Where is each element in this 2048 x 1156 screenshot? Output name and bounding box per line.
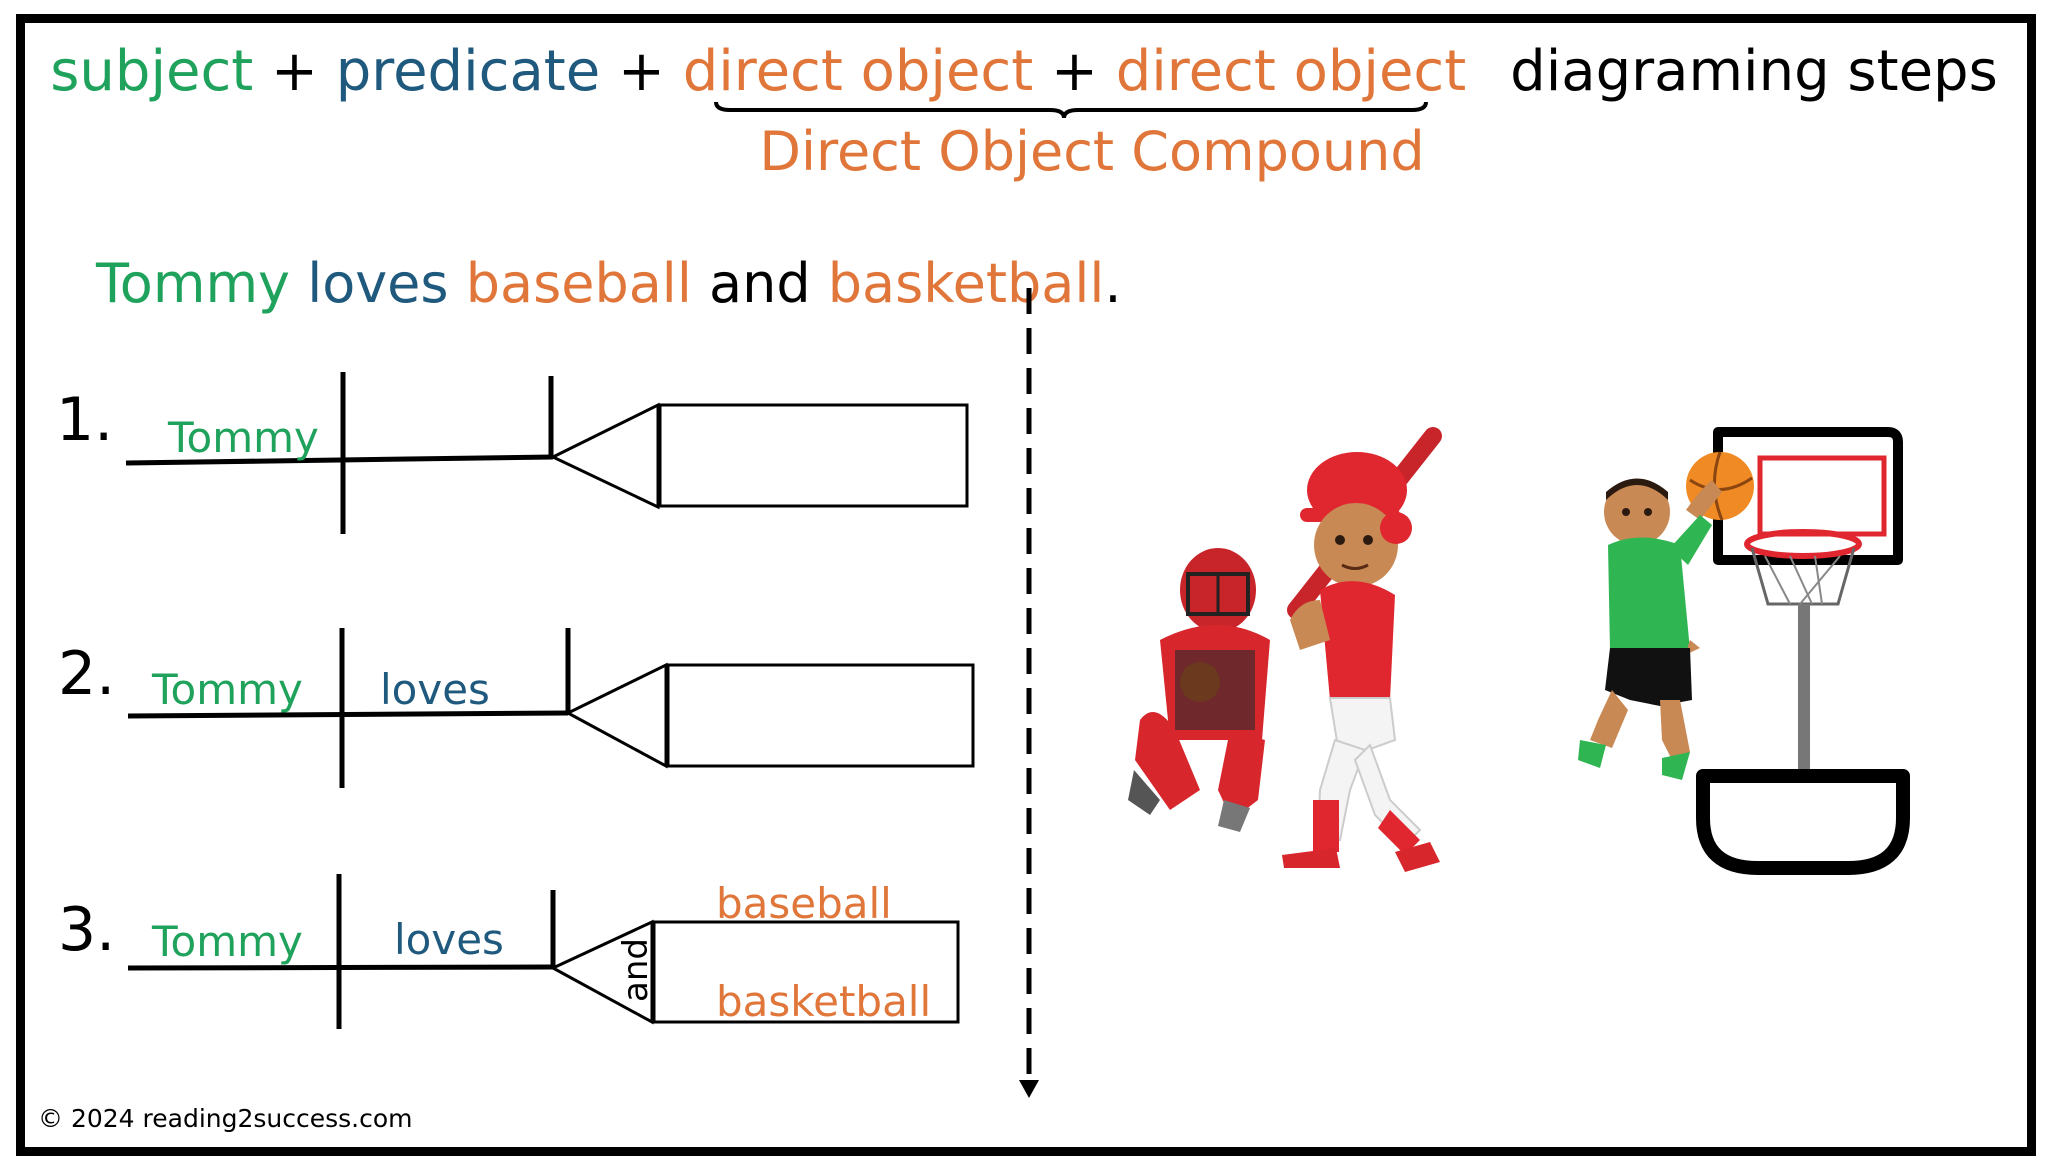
diagram-step-3 <box>127 874 960 1029</box>
formula-header: subject + predicate + direct object + di… <box>0 40 2048 104</box>
formula-steps-label: diagraming steps <box>1510 39 1998 104</box>
diagram-predicate: loves <box>394 915 504 964</box>
compound-label: Direct Object Compound <box>759 120 1425 183</box>
formula-plus: + <box>600 39 683 104</box>
sentence-subject: Tommy <box>96 252 291 315</box>
sentence-predicate: loves <box>307 252 449 315</box>
step-number: 1. <box>56 385 114 455</box>
formula-direct-object: direct object <box>1115 39 1467 104</box>
compound-underbrace <box>714 101 1428 119</box>
copyright-footer: © 2024 reading2success.com <box>38 1104 413 1133</box>
sentence-period: . <box>1104 252 1122 315</box>
sentence-conjunction: and <box>709 252 811 315</box>
formula-plus: + <box>253 39 336 104</box>
diagram-subject: Tommy <box>152 917 303 966</box>
diagram-object: basketball <box>716 977 932 1026</box>
diagram-step-2 <box>127 628 975 788</box>
diagram-object: baseball <box>716 879 892 928</box>
example-sentence: Tommy loves baseball and basketball. <box>96 252 1122 316</box>
diagram-step-1 <box>125 372 969 534</box>
step-number: 2. <box>58 639 116 709</box>
baseball-players-icon <box>1128 427 1442 872</box>
diagram-subject: Tommy <box>168 413 319 462</box>
formula-plus: + <box>1033 39 1116 104</box>
formula-predicate: predicate <box>335 39 601 104</box>
basketball-player-icon <box>1578 427 1910 875</box>
formula-subject: subject <box>50 39 254 104</box>
diagram-subject: Tommy <box>152 665 303 714</box>
sentence-object: baseball <box>465 252 692 315</box>
down-arrow-icon <box>1019 288 1039 1098</box>
diagram-predicate: loves <box>380 665 490 714</box>
sentence-object: basketball <box>827 252 1105 315</box>
diagram-conjunction: and <box>615 938 656 1002</box>
step-number: 3. <box>58 895 116 965</box>
formula-direct-object: direct object <box>682 39 1034 104</box>
